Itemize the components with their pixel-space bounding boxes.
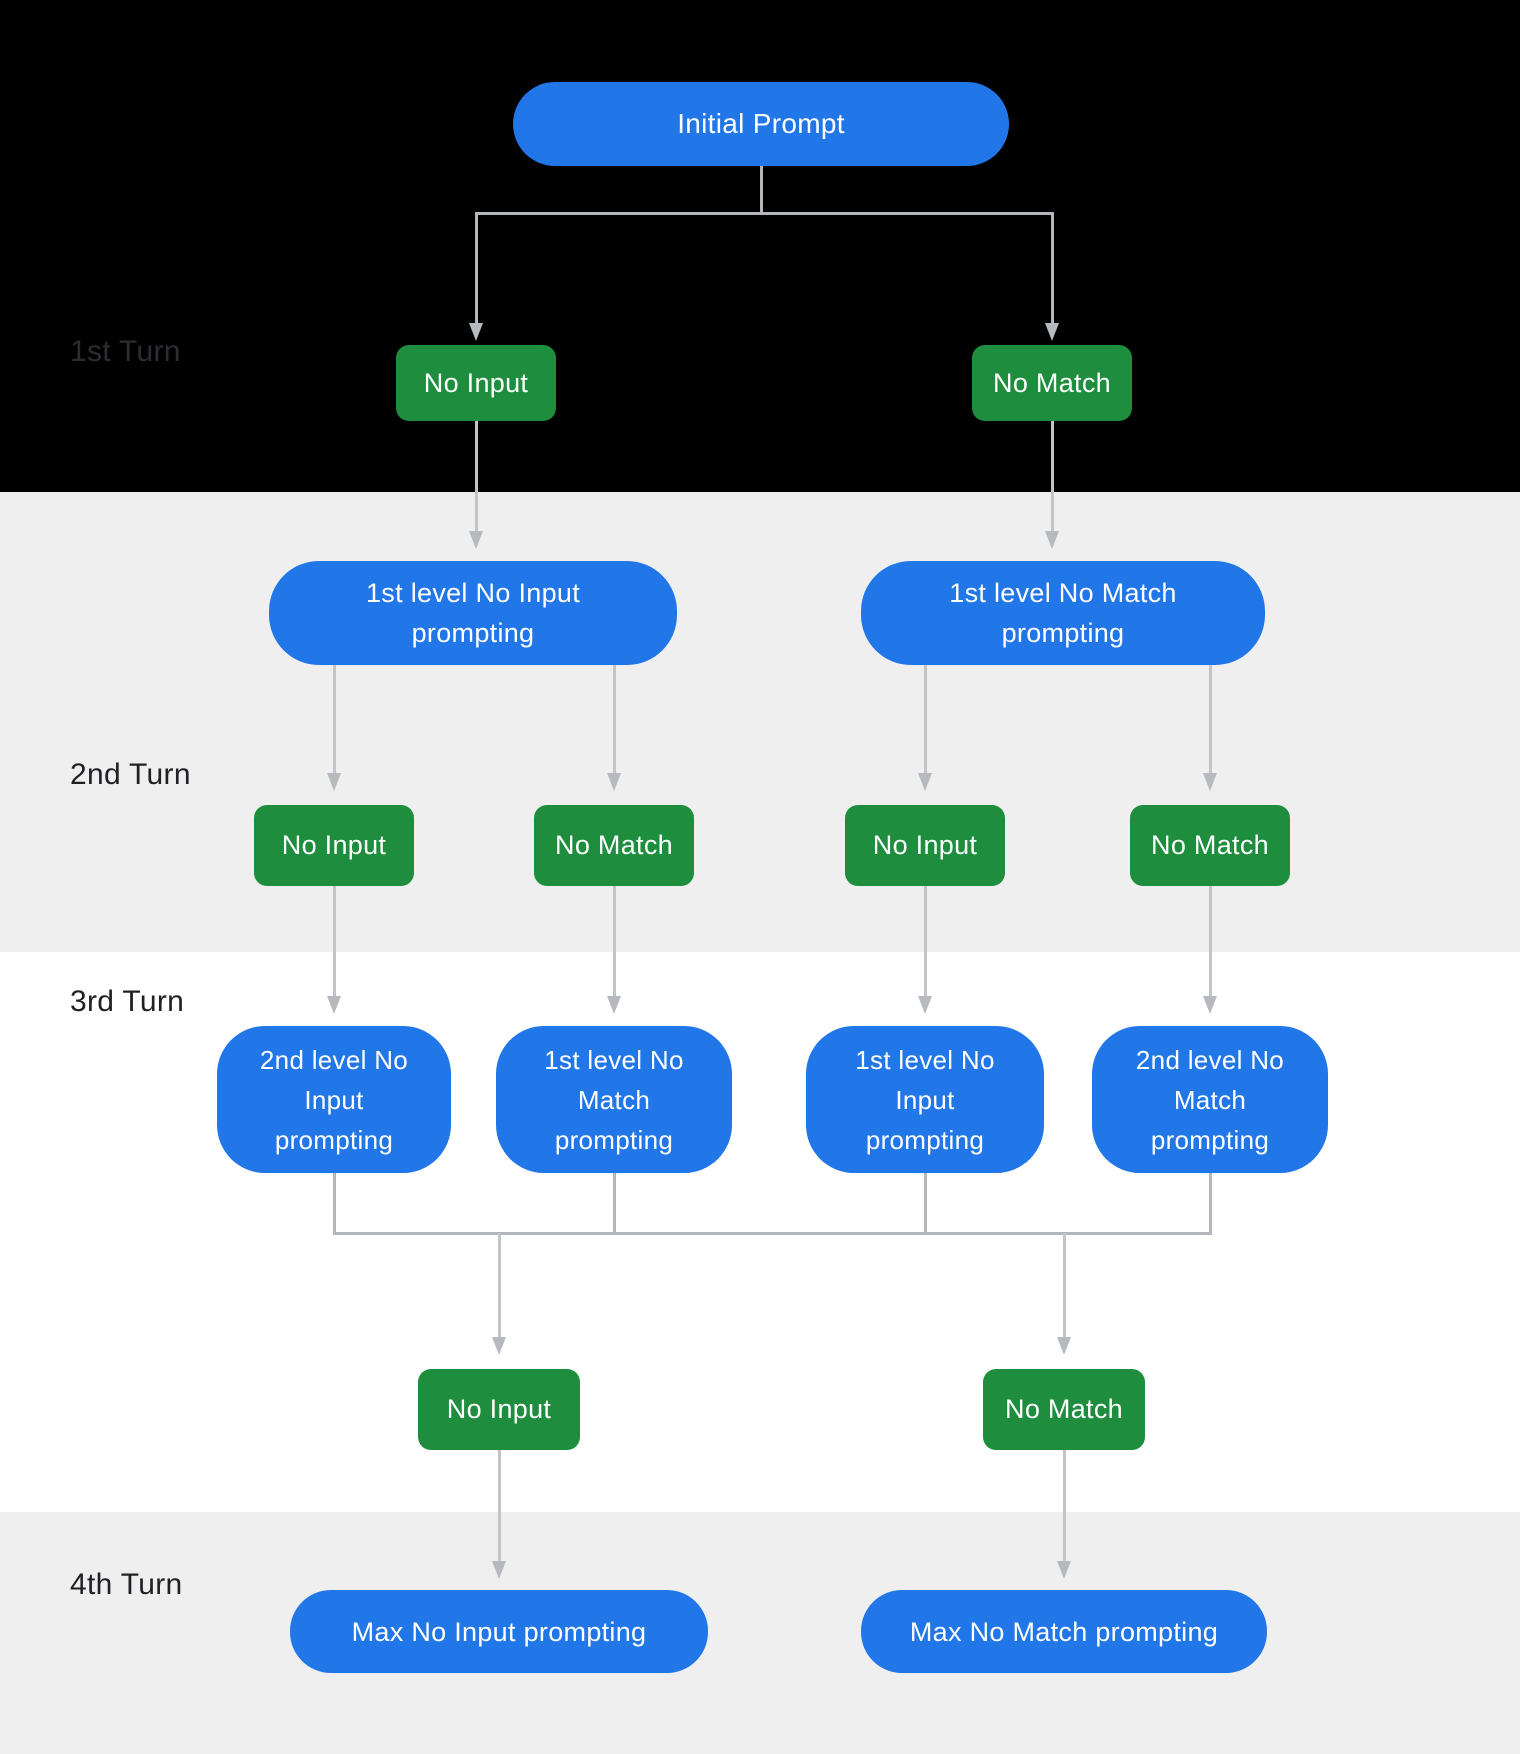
turn2-no-match-right-node: No Match xyxy=(1130,805,1290,886)
merge-left-arrow-shaft xyxy=(497,1233,501,1337)
root-stem-line xyxy=(759,166,763,213)
turn3-no-input-node: No Input xyxy=(418,1369,580,1450)
level2-no-match-prompting-node: 2nd level No Match prompting xyxy=(1092,1026,1328,1173)
t4-right-arrow-head xyxy=(1057,1561,1071,1579)
level2-no-input-prompting-node: 2nd level No Input prompting xyxy=(217,1026,451,1173)
turn2-label: 2nd Turn xyxy=(70,758,191,791)
t4-left-arrow-shaft xyxy=(497,1450,501,1561)
t2-arrow4-shaft xyxy=(1208,665,1212,773)
t3-arrow3-head xyxy=(918,996,932,1014)
t2-arrow1-shaft xyxy=(332,665,336,773)
t3-arrow3-shaft xyxy=(923,886,927,996)
merge-bus-line xyxy=(332,1231,1212,1235)
merge-right-arrow-head xyxy=(1057,1337,1071,1355)
t1-left-arrow-head xyxy=(469,531,483,549)
t4-left-arrow-head xyxy=(492,1561,506,1579)
t3-arrow4-shaft xyxy=(1208,886,1212,996)
t3-arrow2-shaft xyxy=(612,886,616,996)
turn3-label: 3rd Turn xyxy=(70,985,185,1018)
level1-no-input-prompting-node: 1st level No Input prompting xyxy=(269,561,677,665)
t4-right-arrow-shaft xyxy=(1062,1450,1066,1561)
t2-arrow2-head xyxy=(607,773,621,791)
merge-stub1 xyxy=(332,1173,336,1233)
turn1-band xyxy=(0,0,1520,492)
level1-no-input-prompting-node-2: 1st level No Input prompting xyxy=(806,1026,1044,1173)
turn2-no-match-left-node: No Match xyxy=(534,805,694,886)
max-no-input-prompting-node: Max No Input prompting xyxy=(290,1590,708,1673)
turn4-band xyxy=(0,1512,1520,1754)
branch-right-arrow-head xyxy=(1045,323,1059,341)
t2-arrow1-head xyxy=(327,773,341,791)
branch-right-arrow-shaft xyxy=(1050,213,1054,323)
t2-arrow4-head xyxy=(1203,773,1217,791)
turn2-no-input-right-node: No Input xyxy=(845,805,1005,886)
turn1-label: 1st Turn xyxy=(70,335,181,368)
t3-arrow1-head xyxy=(327,996,341,1014)
merge-stub4 xyxy=(1208,1173,1212,1233)
branch-left-arrow-shaft xyxy=(474,213,478,323)
t1-left-arrow-shaft xyxy=(474,421,478,531)
t2-arrow3-shaft xyxy=(923,665,927,773)
turn2-band xyxy=(0,492,1520,952)
t3-arrow1-shaft xyxy=(332,886,336,996)
level1-no-match-prompting-node-2: 1st level No Match prompting xyxy=(496,1026,732,1173)
initial-prompt-node: Initial Prompt xyxy=(513,82,1009,166)
level1-no-match-prompting-node: 1st level No Match prompting xyxy=(861,561,1265,665)
turn3-no-match-node: No Match xyxy=(983,1369,1145,1450)
turn2-no-input-left-node: No Input xyxy=(254,805,414,886)
turn1-no-input-node: No Input xyxy=(396,345,556,421)
merge-stub3 xyxy=(923,1173,927,1233)
t3-arrow4-head xyxy=(1203,996,1217,1014)
t2-arrow3-head xyxy=(918,773,932,791)
turn1-no-match-node: No Match xyxy=(972,345,1132,421)
turn4-label: 4th Turn xyxy=(70,1568,183,1601)
t2-arrow2-shaft xyxy=(612,665,616,773)
t3-arrow2-head xyxy=(607,996,621,1014)
merge-right-arrow-shaft xyxy=(1062,1233,1066,1337)
t1-right-arrow-shaft xyxy=(1050,421,1054,531)
max-no-match-prompting-node: Max No Match prompting xyxy=(861,1590,1267,1673)
branch-left-arrow-head xyxy=(469,323,483,341)
merge-left-arrow-head xyxy=(492,1337,506,1355)
merge-stub2 xyxy=(612,1173,616,1233)
t1-right-arrow-head xyxy=(1045,531,1059,549)
root-branch-line xyxy=(474,211,1054,215)
